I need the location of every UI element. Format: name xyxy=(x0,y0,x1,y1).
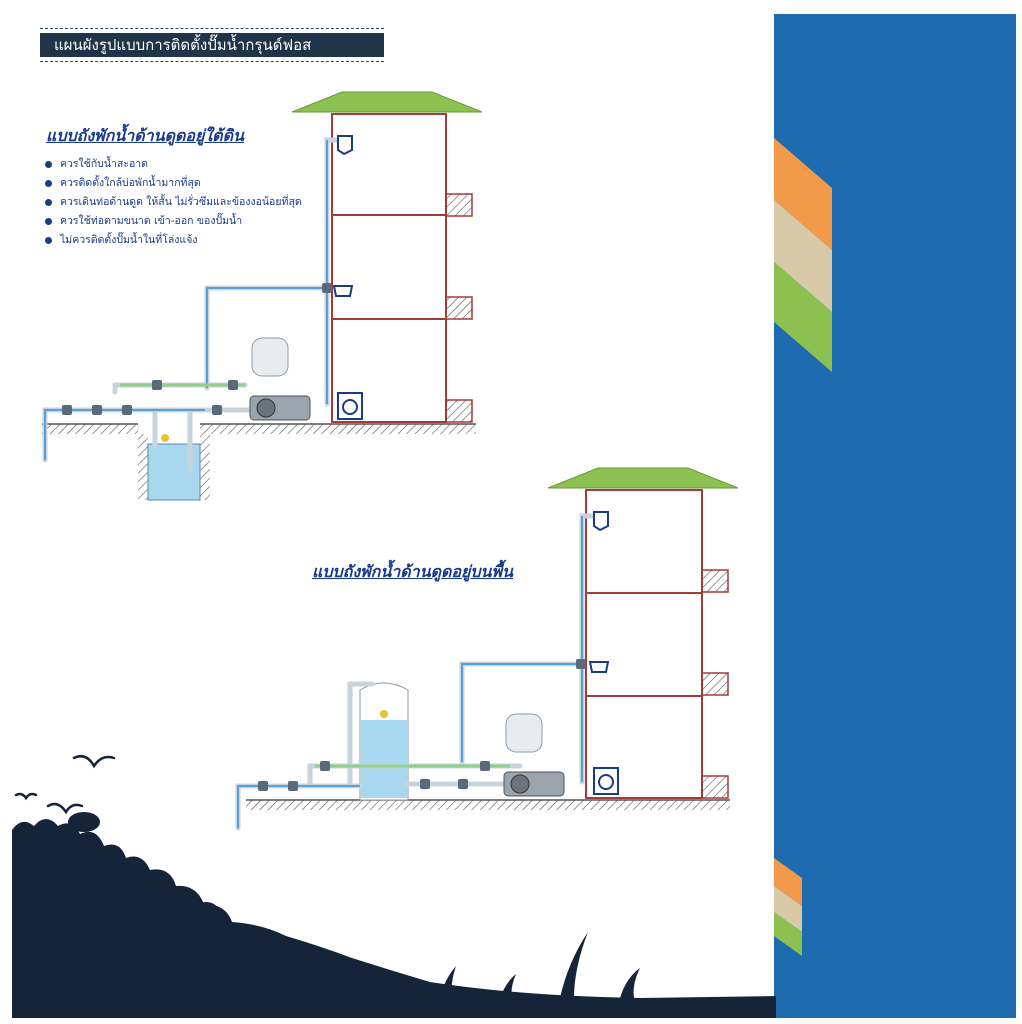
note-text: ควรใช้กับน้ำสะอาด xyxy=(60,158,148,170)
note-text: ควรติดตั้งใกล้บ่อพักน้ำมากที่สุด xyxy=(60,177,201,189)
note-item: ควรใช้ท่อตามขนาด เข้า-ออก ของปั๊มน้ำ xyxy=(44,212,302,231)
bullet-icon xyxy=(45,199,52,206)
washing-machine-1 xyxy=(337,392,363,420)
tree-silhouette xyxy=(12,812,776,1018)
note-text: ไม่ควรติดตั้งปั๊มน้ำในที่โล่งแจ้ง xyxy=(60,234,198,246)
note-text: ควรใช้ท่อตามขนาด เข้า-ออก ของปั๊มน้ำ xyxy=(60,215,243,227)
pressure-tank-1 xyxy=(251,337,289,377)
installation-notes: ควรใช้กับน้ำสะอาด ควรติดตั้งใกล้บ่อพักน้… xyxy=(44,155,302,250)
accent-stripes-top xyxy=(774,138,832,372)
pressure-tank-2 xyxy=(505,713,543,753)
section-title-ground: แบบถังพักน้ำด้านดูดอยู่บนพื้น xyxy=(312,562,513,581)
diagram-underground xyxy=(42,91,483,501)
header-banner: แผนผังรูปแบบการติดตั้งปั๊มน้ำกรุนด์ฟอส xyxy=(40,28,384,62)
bullet-icon xyxy=(45,180,52,187)
washing-machine-2 xyxy=(593,767,619,795)
note-text: ควรเดินท่อด้านดูด ให้สั้น ไม่รั่วซึมและข… xyxy=(60,196,302,208)
note-item: ควรติดตั้งใกล้บ่อพักน้ำมากที่สุด xyxy=(44,174,302,193)
bullet-icon xyxy=(45,161,52,168)
diagram-ground xyxy=(235,467,739,831)
roof-1 xyxy=(291,91,483,113)
note-item: ไม่ควรติดตั้งปั๊มน้ำในที่โล่งแจ้ง xyxy=(44,231,302,250)
bullet-icon xyxy=(45,237,52,244)
birds xyxy=(14,755,116,815)
bullet-icon xyxy=(45,218,52,225)
note-item: ควรใช้กับน้ำสะอาด xyxy=(44,155,302,174)
roof-2 xyxy=(547,467,739,489)
note-item: ควรเดินท่อด้านดูด ให้สั้น ไม่รั่วซึมและข… xyxy=(44,193,302,212)
page-title: แผนผังรูปแบบการติดตั้งปั๊มน้ำกรุนด์ฟอส xyxy=(40,33,384,57)
building-2 xyxy=(585,489,703,799)
accent-stripes-bottom xyxy=(774,858,802,956)
section-title-underground: แบบถังพักน้ำด้านดูดอยู่ใต้ดิน xyxy=(46,126,244,145)
building-1 xyxy=(331,113,447,423)
